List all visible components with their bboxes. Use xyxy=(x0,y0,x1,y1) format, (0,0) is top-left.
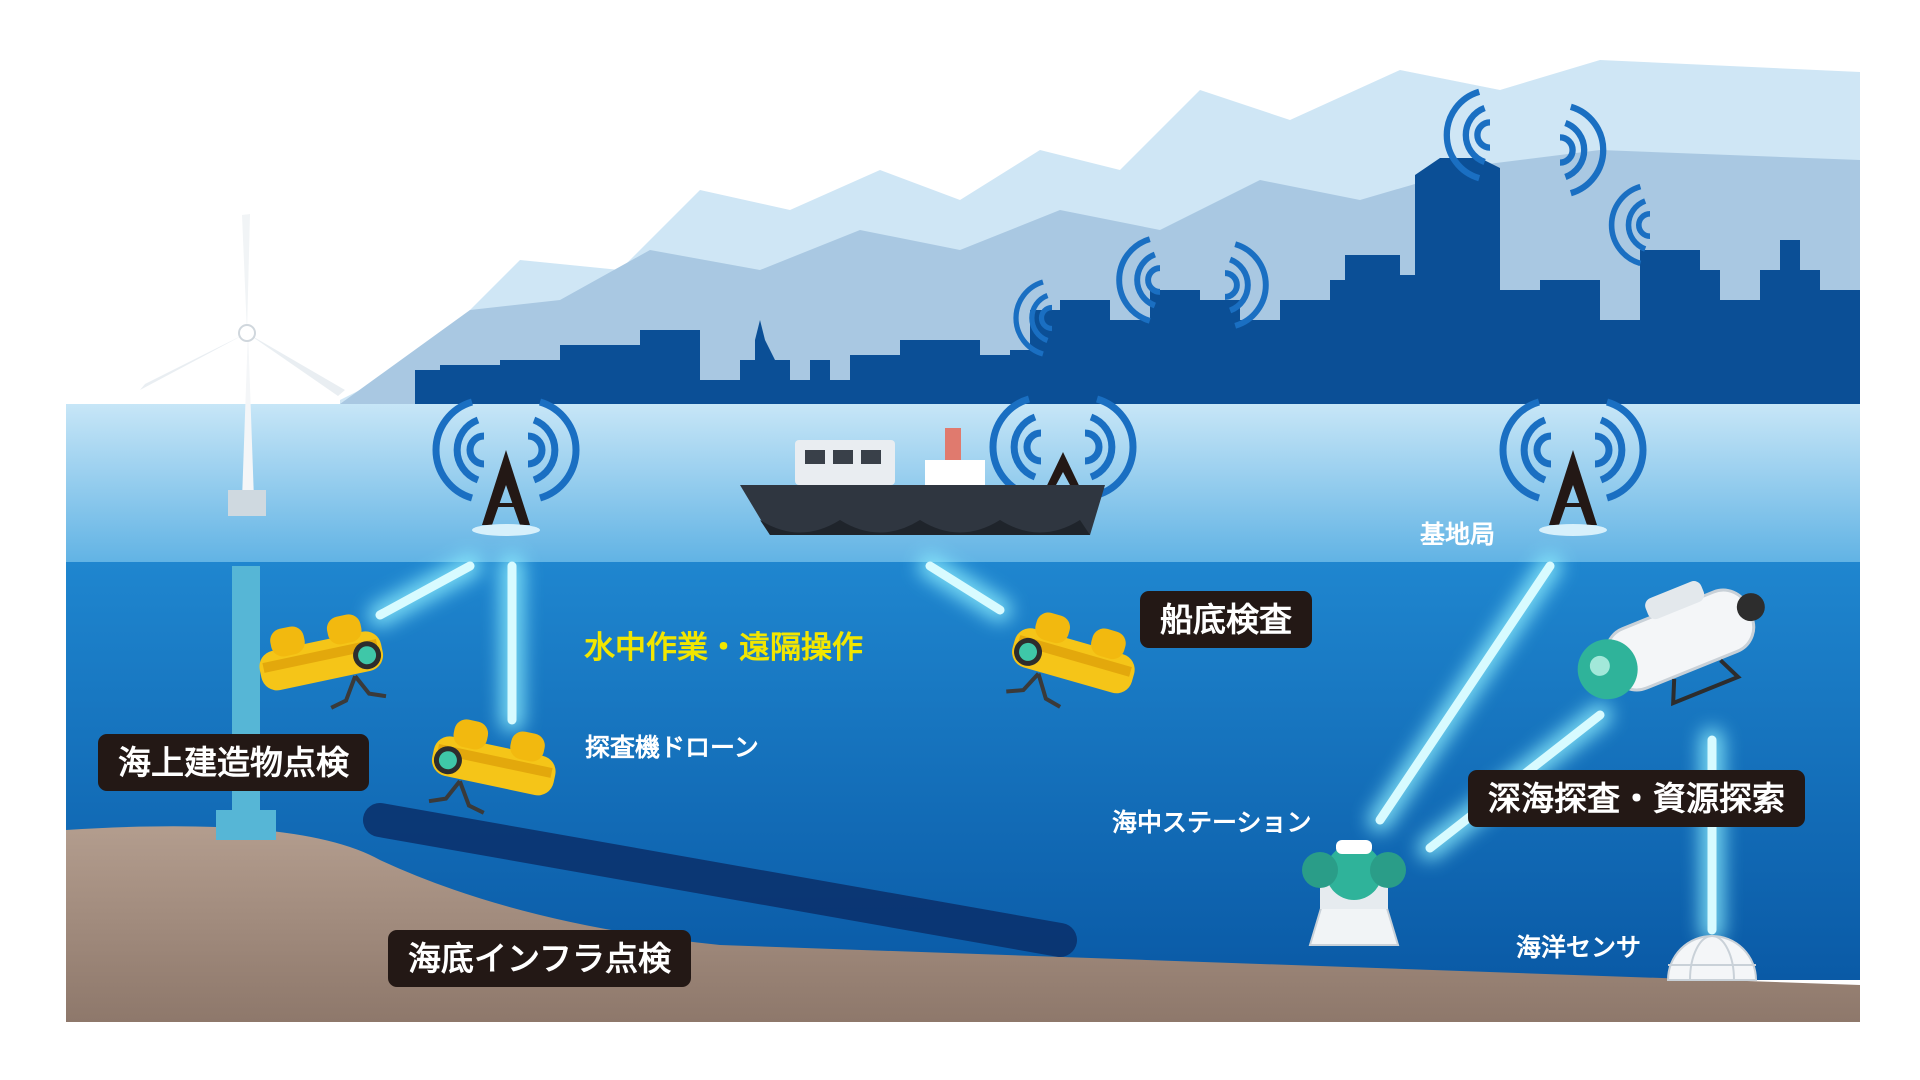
ocean-sensor-icon xyxy=(1666,935,1758,981)
underwater-station-icon xyxy=(1302,840,1406,946)
label-hull-inspection: 船底検査 xyxy=(1140,591,1312,648)
label-base-station: 基地局 xyxy=(1420,520,1496,549)
label-underwater-remote: 水中作業・遠隔操作 xyxy=(584,630,863,666)
wind-turbine-icon xyxy=(140,214,345,840)
label-ocean-sensor: 海洋センサ xyxy=(1516,933,1642,962)
antenna-tower-right xyxy=(1539,450,1607,536)
label-deep-sea-exploration: 深海探査・資源探索 xyxy=(1468,770,1805,827)
antenna-tower-left xyxy=(472,450,540,536)
label-offshore-inspection: 海上建造物点検 xyxy=(98,734,369,791)
seabed-pipeline xyxy=(363,803,1077,957)
label-seabed-infra-inspection: 海底インフラ点検 xyxy=(388,930,692,987)
ship-icon xyxy=(740,428,1105,535)
label-drone: 探査機ドローン xyxy=(585,733,759,762)
city-skyline xyxy=(415,158,1860,404)
deep-sea-vehicle-icon xyxy=(1577,581,1765,707)
label-underwater-station: 海中ステーション xyxy=(1112,808,1312,837)
